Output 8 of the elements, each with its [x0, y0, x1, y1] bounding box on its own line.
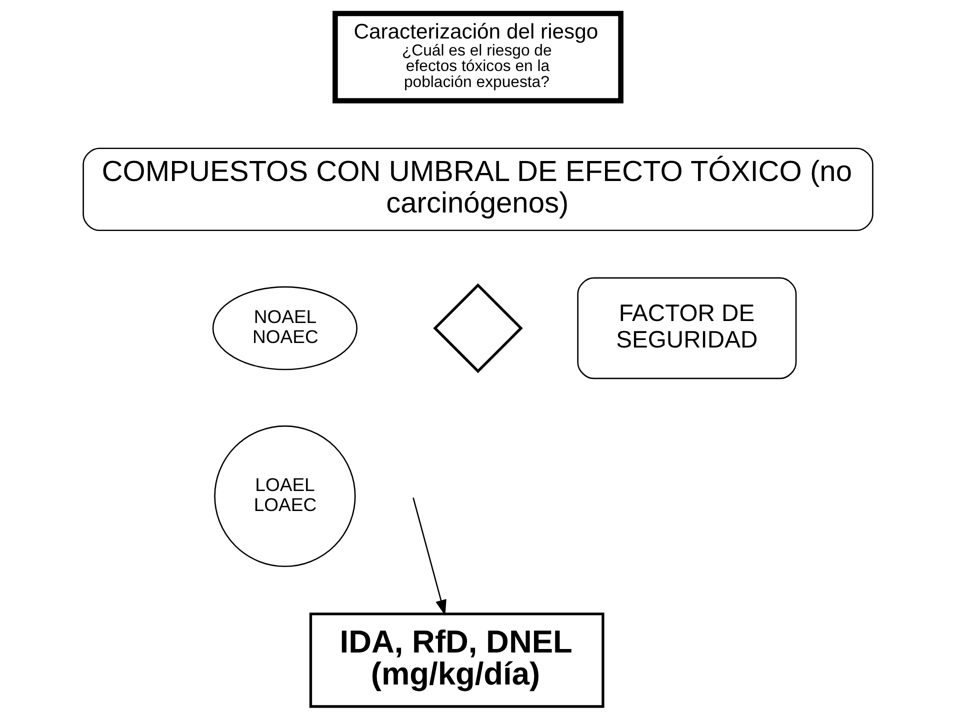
- arrow: [412, 497, 446, 616]
- node-box: IDA, RfD, DNEL (mg/kg/día): [309, 612, 604, 708]
- node-ellipse: NOAEL NOAEC: [212, 286, 358, 370]
- node-circle: LOAEL LOAEC: [214, 425, 356, 568]
- node-box: FACTOR DE SEGURIDAD: [577, 277, 797, 380]
- node-box: COMPUESTOS CON UMBRAL DE EFECTO TÓXICO (no carcinógenos): [82, 148, 874, 232]
- node-box: Caracterización del riesgo ¿Cuál es el riesgo de efectos tóxicos en la población expuesta?: [332, 10, 624, 104]
- node-cross: [433, 283, 523, 374]
